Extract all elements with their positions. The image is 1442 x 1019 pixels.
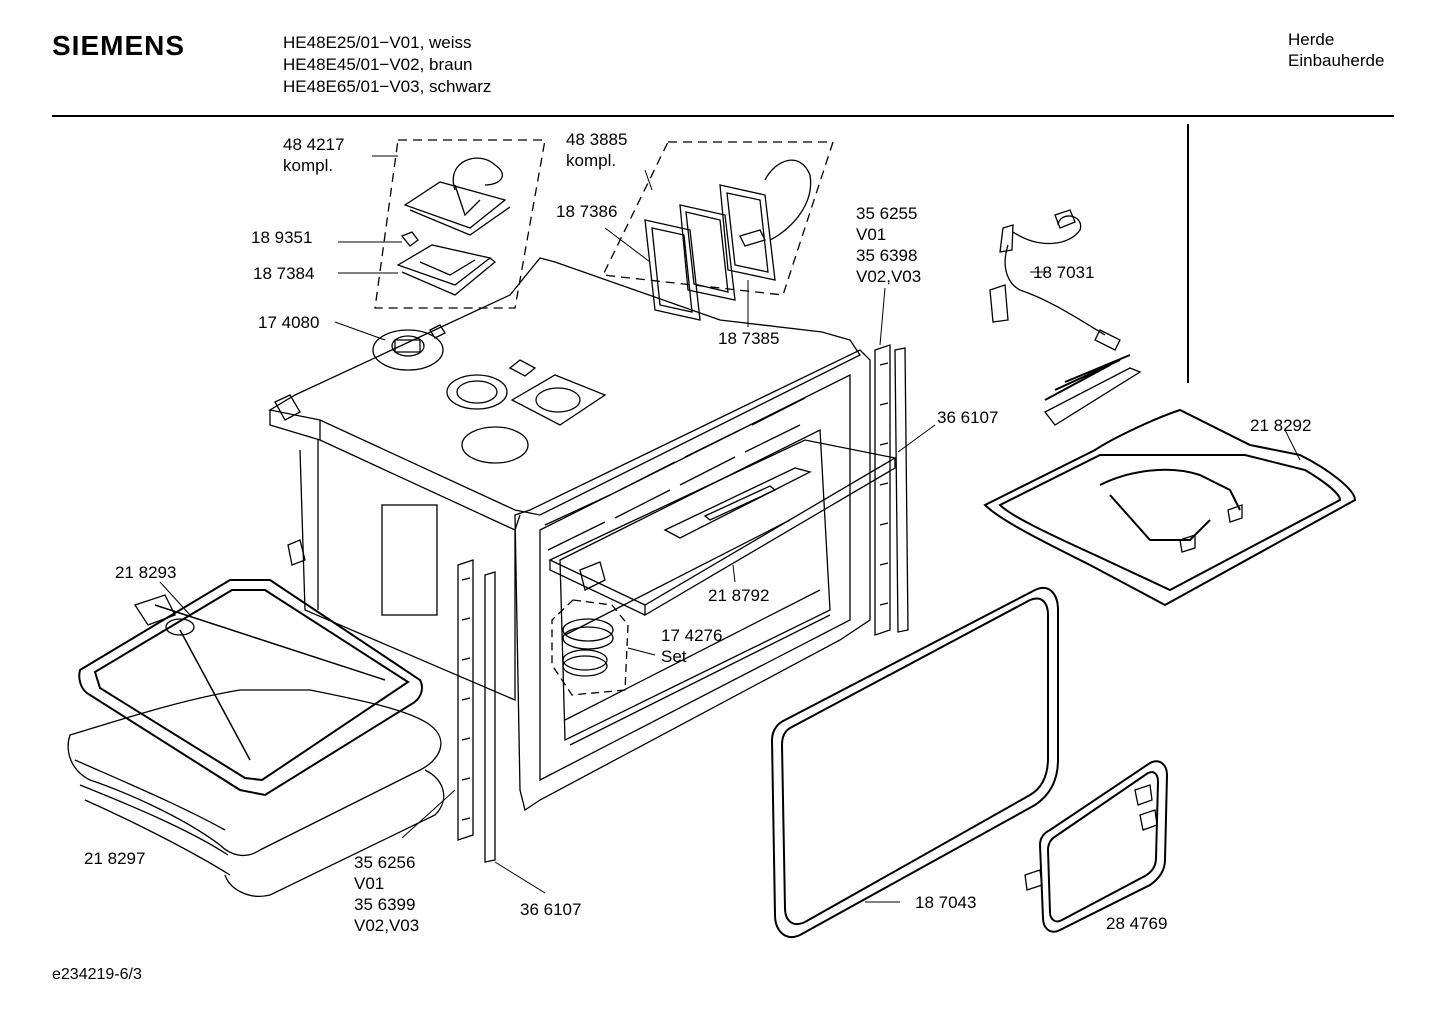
label-187385: 18 7385	[718, 329, 779, 348]
label-356255-v01: V01	[856, 225, 886, 244]
lamp-assembly-483885	[602, 141, 834, 321]
fan-cover-set	[551, 599, 629, 696]
label-356398-v02v03: V02,V03	[856, 267, 921, 286]
label-174276-set: Set	[661, 647, 687, 666]
brand-logo: SIEMENS	[52, 30, 186, 61]
model-line-3: HE48E65/01−V03, schwarz	[283, 77, 492, 96]
side-rail-right	[874, 344, 909, 636]
label-356256-v01: V01	[354, 874, 384, 893]
product-category: Herde Einbauherde	[1288, 29, 1384, 71]
label-218297: 21 8297	[84, 849, 145, 868]
label-189351: 18 9351	[251, 228, 312, 247]
label-218293: 21 8293	[115, 563, 176, 582]
fan-assembly	[372, 324, 446, 371]
part-labels: 48 4217 kompl. 48 3885 kompl. 18 9351 18…	[84, 130, 1311, 935]
label-284769: 28 4769	[1106, 914, 1167, 933]
small-door-seal	[1024, 760, 1169, 933]
model-list: HE48E25/01−V01, weiss HE48E45/01−V02, br…	[283, 32, 491, 98]
label-174080: 17 4080	[258, 313, 319, 332]
label-218792: 21 8792	[708, 586, 769, 605]
label-356255: 35 6255	[856, 204, 917, 223]
door-seal	[770, 587, 1059, 938]
heating-element-top	[983, 354, 1357, 607]
label-218292: 21 8292	[1250, 416, 1311, 435]
temperature-sensor	[989, 209, 1121, 351]
model-line-1: HE48E25/01−V01, weiss	[283, 33, 472, 52]
label-483885: 48 3885	[566, 130, 627, 149]
label-366107-right: 36 6107	[937, 408, 998, 427]
label-483885-note: kompl.	[566, 151, 616, 170]
deflector-plate	[548, 439, 897, 617]
category-line-2: Einbauherde	[1288, 51, 1385, 70]
label-187386: 18 7386	[556, 202, 617, 221]
ring-heating-element	[78, 579, 423, 797]
label-187031: 18 7031	[1033, 263, 1094, 282]
model-line-2: HE48E45/01−V02, braun	[283, 55, 473, 74]
category-line-1: Herde	[1288, 30, 1335, 49]
insulation-mat	[67, 689, 445, 897]
document-id: e234219-6/3	[52, 966, 142, 983]
lamp-assembly-484217	[374, 139, 546, 309]
header-divider	[52, 115, 1394, 117]
label-174276: 17 4276	[661, 626, 722, 645]
label-187043: 18 7043	[915, 893, 976, 912]
label-356398: 35 6398	[856, 246, 917, 265]
label-366107-left: 36 6107	[520, 900, 581, 919]
label-187384: 18 7384	[253, 264, 314, 283]
label-356399-v02v03: V02,V03	[354, 916, 419, 935]
label-356256: 35 6256	[354, 853, 415, 872]
label-484217-note: kompl.	[283, 156, 333, 175]
label-484217: 48 4217	[283, 135, 344, 154]
label-356399: 35 6399	[354, 895, 415, 914]
leader-lines	[159, 155, 1301, 903]
oven-housing	[268, 257, 871, 812]
side-rail-left	[457, 559, 496, 863]
